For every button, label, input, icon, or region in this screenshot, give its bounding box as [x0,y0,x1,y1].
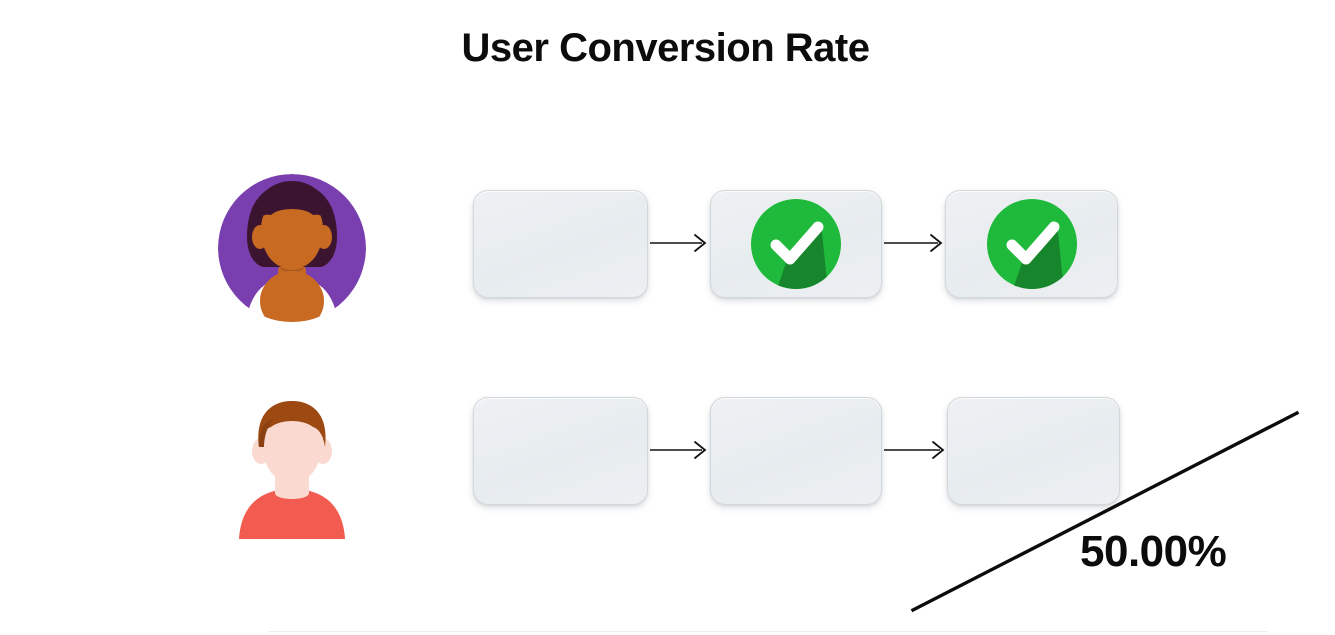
arrow-right-icon [884,232,946,254]
check-circle-icon [984,196,1080,292]
arrow-right-icon [884,439,948,461]
bottom-divider [268,631,1268,632]
funnel-step-box[interactable] [710,397,882,505]
funnel-step-box[interactable] [710,190,882,298]
funnel-step-box[interactable] [473,397,648,505]
page-title: User Conversion Rate [461,26,870,70]
check-circle-icon [748,196,844,292]
funnel-step-box[interactable] [473,190,648,298]
funnel-step-box[interactable] [945,190,1118,298]
arrow-right-icon [650,439,710,461]
avatar-user-male-red [217,389,367,539]
avatar-icon [239,401,345,539]
arrow-right-icon [650,232,710,254]
avatar-icon [218,174,366,322]
funnel-step-box[interactable] [947,397,1120,505]
funnel-row [0,367,1335,539]
funnel-row [0,160,1335,323]
conversion-rate-value: 50.00% [1080,527,1227,576]
avatar-user-female-purple [217,173,367,323]
